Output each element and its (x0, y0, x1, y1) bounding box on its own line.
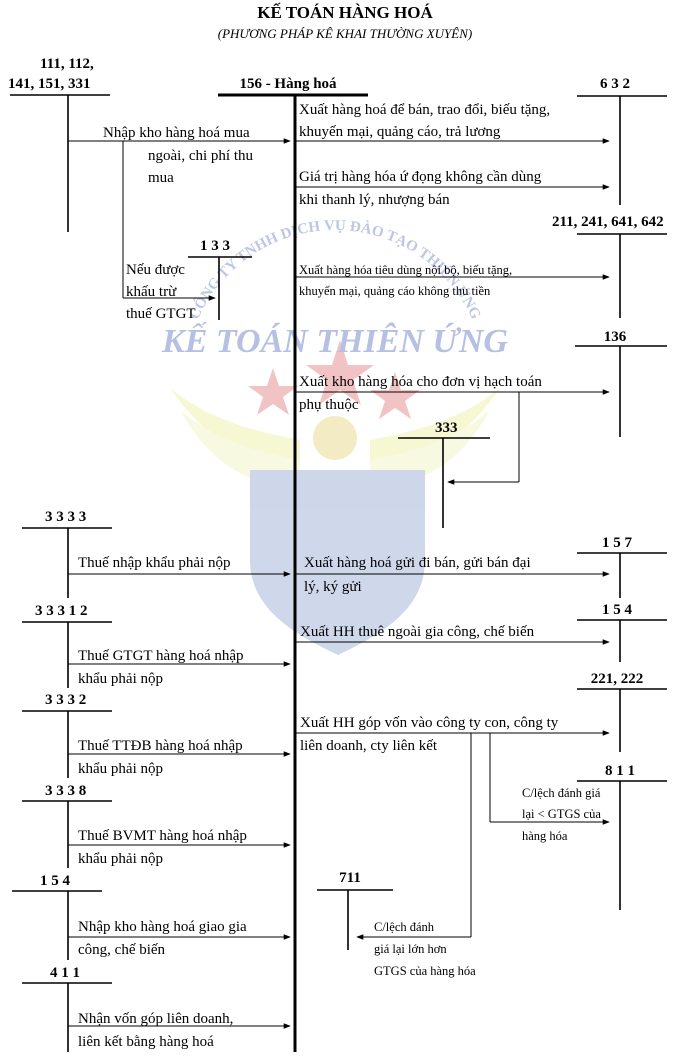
star-icon (370, 372, 420, 419)
account-211: 211, 241, 641, 642 (552, 214, 664, 230)
account-811: 8 1 1 (605, 763, 635, 779)
label-purchase-2: ngoài, chi phí thu (148, 148, 253, 164)
label-diff-711-1: C/lệch đánh (374, 920, 435, 934)
page-subtitle: (PHƯƠNG PHÁP KÊ KHAI THƯỜNG XUYÊN) (218, 26, 472, 41)
account-157: 1 5 7 (602, 535, 633, 551)
eagle-head (313, 416, 357, 460)
account-3338: 3 3 3 8 (45, 783, 86, 799)
label-dependent-2: phụ thuộc (299, 397, 359, 413)
label-idle-2: khi thanh lý, nhượng bán (299, 192, 450, 208)
label-import-vat-1: Thuế GTGT hàng hoá nhập (78, 648, 244, 664)
label-outsourcing: Xuất HH thuê ngoài gia công, chế biến (300, 624, 535, 640)
label-sale-1: Xuất hàng hoá để bán, trao đổi, biếu tặn… (299, 102, 550, 118)
label-capital-contribution-1: Xuất HH góp vốn vào công ty con, công ty (300, 715, 559, 731)
account-221: 221, 222 (591, 671, 644, 687)
label-dependent-1: Xuất kho hàng hóa cho đơn vị hạch toán (299, 374, 542, 390)
label-env-tax-1: Thuế BVMT hàng hoá nhập (78, 828, 247, 844)
label-processed-2: công, chế biến (78, 942, 166, 958)
label-import-vat-2: khẩu phải nộp (78, 671, 163, 687)
label-processed-1: Nhập kho hàng hoá giao gia (78, 919, 247, 935)
star-icon (248, 368, 298, 415)
label-idle-1: Giá trị hàng hóa ứ đọng không cần dùng (299, 169, 542, 185)
account-632: 6 3 2 (600, 76, 630, 92)
label-consign-1: Xuất hàng hoá gửi đi bán, gửi bán đại (304, 555, 531, 571)
label-internal-2: khuyến mại, quảng cáo không thu tiền (299, 284, 491, 298)
label-diff-811-3: hàng hóa (522, 829, 568, 843)
label-deductible-3: thuế GTGT (126, 306, 196, 322)
account-3333: 3 3 3 3 (45, 509, 86, 525)
label-diff-711-3: GTGS của hàng hóa (374, 964, 476, 978)
watermark-brand: KẾ TOÁN THIÊN ỨNG (161, 322, 508, 360)
account-411: 4 1 1 (50, 965, 80, 981)
label-capital-received-1: Nhận vốn góp liên doanh, (78, 1011, 233, 1027)
account-133: 1 3 3 (200, 238, 230, 254)
label-diff-711-2: giá lại lớn hơn (374, 942, 447, 956)
label-capital-contribution-2: liên doanh, cty liên kết (300, 738, 438, 754)
label-purchase-3: mua (148, 170, 174, 186)
account-156: 156 - Hàng hoá (239, 76, 337, 92)
account-111-line2: 141, 151, 331 (8, 76, 91, 92)
label-excise-2: khẩu phải nộp (78, 761, 163, 777)
account-136: 136 (604, 329, 627, 345)
label-excise-1: Thuế TTĐB hàng hoá nhập (78, 738, 243, 754)
label-deductible-2: khấu trừ (126, 284, 177, 300)
star-icon (306, 340, 374, 405)
account-3332: 3 3 3 2 (45, 692, 86, 708)
label-diff-811-2: lại < GTGS của (522, 807, 601, 821)
label-purchase-1: Nhập kho hàng hoá mua (103, 125, 250, 141)
label-diff-811-1: C/lệch đánh giá (522, 786, 601, 800)
label-deductible-1: Nếu được (126, 262, 185, 278)
account-154-left: 1 5 4 (40, 873, 71, 889)
account-333: 333 (435, 420, 458, 436)
page-title: KẾ TOÁN HÀNG HOÁ (257, 3, 433, 22)
label-consign-2: lý, ký gửi (304, 579, 362, 595)
label-env-tax-2: khẩu phải nộp (78, 851, 163, 867)
label-capital-received-2: liên kết bằng hàng hoá (78, 1034, 214, 1050)
account-154-right: 1 5 4 (602, 602, 633, 618)
account-33312: 3 3 3 1 2 (35, 603, 88, 619)
label-sale-2: khuyến mại, quảng cáo, trả lương (299, 124, 501, 140)
account-111-line1: 111, 112, (40, 56, 94, 72)
account-711: 711 (339, 870, 361, 886)
label-internal-1: Xuất hàng hóa tiêu dùng nội bộ, biếu tặn… (299, 263, 512, 277)
label-import-tax: Thuế nhập khẩu phải nộp (78, 555, 230, 571)
